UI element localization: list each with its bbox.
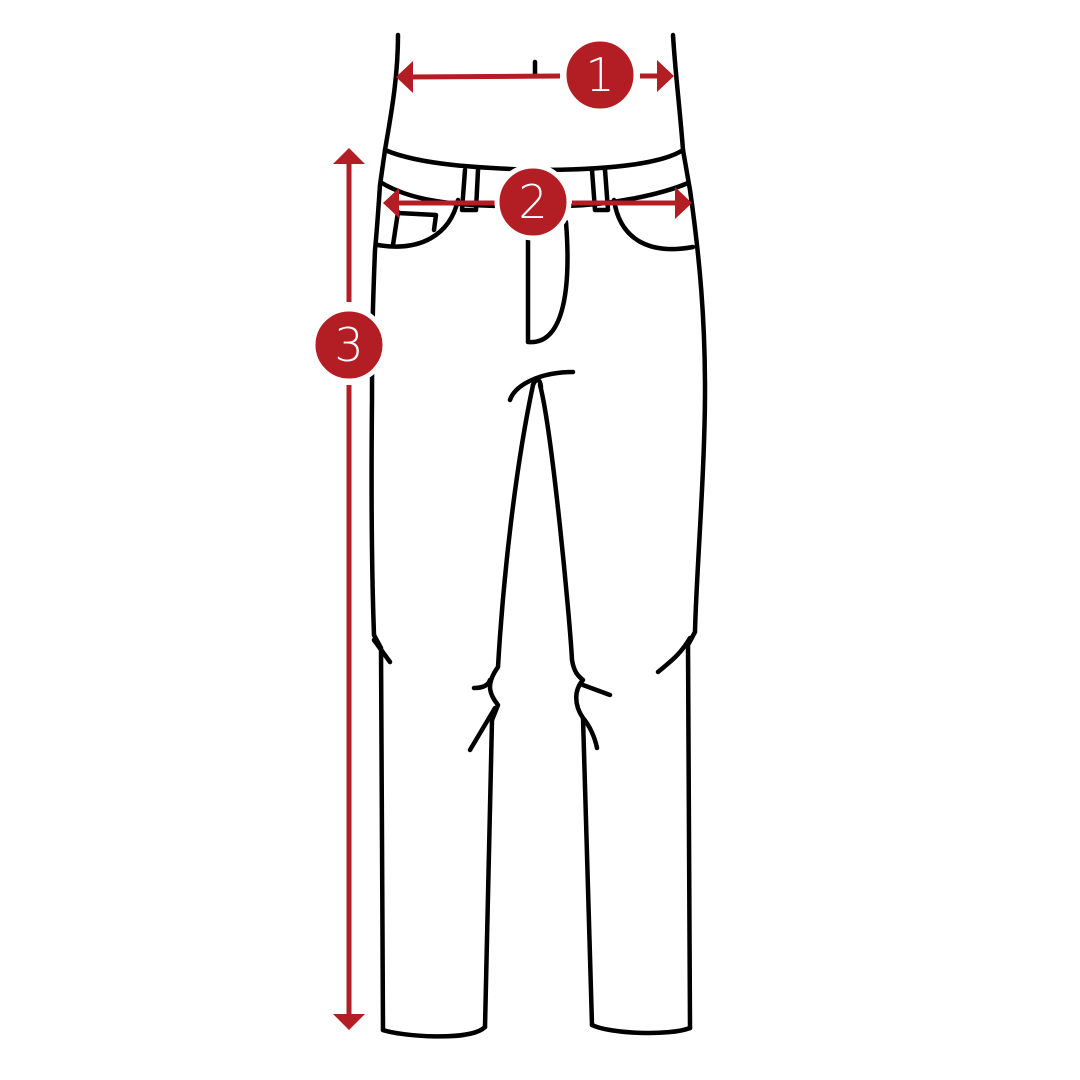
- waist-arrow-line: [407, 73, 561, 80]
- length-badge: [310, 306, 388, 384]
- hip-measurement: 2: [383, 163, 692, 241]
- belt-loop-left: [459, 167, 481, 213]
- waist-arrow-right-icon: [657, 60, 674, 92]
- left-pocket: [375, 197, 461, 249]
- waist-measurement: 1: [396, 36, 674, 114]
- right-pocket: [611, 197, 696, 252]
- waist-badge: [561, 36, 639, 114]
- left-outer-seam: [369, 32, 401, 1033]
- length-badge-label: 3: [334, 318, 363, 372]
- left-inner-seam: [482, 382, 536, 1030]
- length-measurement: 3: [310, 148, 388, 1030]
- right-inner-seam: [537, 382, 595, 1028]
- right-hem: [589, 1022, 693, 1036]
- waist-badge-label: 1: [585, 48, 614, 102]
- waist-arrow-left-icon: [396, 61, 413, 93]
- belt-loop-right: [589, 167, 611, 213]
- length-arrow-up-icon: [333, 148, 365, 164]
- left-knee-fold: [371, 637, 498, 753]
- hip-arrow-right-icon: [675, 187, 692, 219]
- hip-arrow-left-icon: [383, 188, 399, 218]
- crotch-fold: [507, 369, 576, 403]
- left-hem: [380, 1024, 488, 1039]
- right-knee-fold: [580, 635, 693, 751]
- hip-badge-label: 2: [518, 175, 547, 229]
- length-arrow-down-icon: [333, 1014, 365, 1030]
- pants-outline: [369, 32, 708, 1039]
- fly-stitch: [525, 219, 570, 345]
- hip-badge: [494, 163, 572, 241]
- right-outer-seam: [670, 32, 708, 1031]
